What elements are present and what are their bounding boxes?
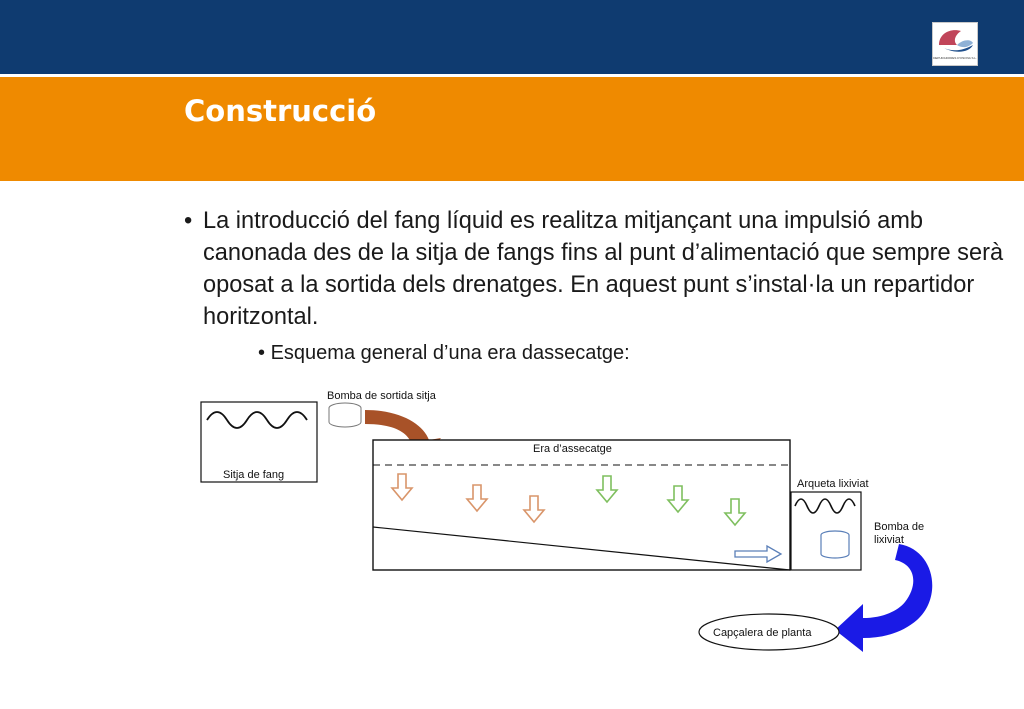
sub-bullet-marker: • (258, 342, 266, 364)
bed-label: Era d’assecatge (533, 443, 612, 455)
plant-head-label: Capçalera de planta (713, 627, 812, 639)
sub-bullet-text: Esquema general d’una era dassecatge: (270, 342, 630, 364)
plant-head: Capçalera de planta (698, 613, 840, 651)
leachate-pump-label-1: Bomba de (874, 521, 924, 533)
pump-out-label: Bomba de sortida sitja (327, 390, 437, 402)
drying-bed: Era d’assecatge (372, 439, 791, 571)
slide-title: Construcció (184, 94, 377, 128)
main-bullet-text: La introducció del fang líquid es realit… (203, 208, 1004, 330)
logo-text: DEPURADORES D'OSONA S.L. (933, 56, 977, 60)
company-logo: DEPURADORES D'OSONA S.L. (932, 22, 978, 66)
leachate-pump-label-2: lixiviat (874, 534, 904, 546)
bullet-marker: • (184, 208, 193, 234)
leachate-box: Arqueta lixiviat (790, 478, 869, 571)
sludge-tank: Sitja de fang (200, 401, 318, 483)
return-arrow (835, 544, 933, 652)
header-bar (0, 0, 1024, 74)
title-band (0, 77, 1024, 181)
leachate-box-label: Arqueta lixiviat (797, 478, 869, 490)
sub-bullet: • Esquema general d’una era dassecatge: (258, 340, 630, 366)
outlet-pump: Bomba de sortida sitja (327, 390, 437, 428)
drying-bed-diagram: Sitja de fang Bomba de sortida sitja Era… (200, 390, 933, 652)
drain-arrow (734, 544, 783, 564)
header-divider (0, 74, 1024, 77)
tank-label: Sitja de fang (223, 469, 284, 481)
main-bullet: • La introducció del fang líquid es real… (184, 205, 1014, 333)
